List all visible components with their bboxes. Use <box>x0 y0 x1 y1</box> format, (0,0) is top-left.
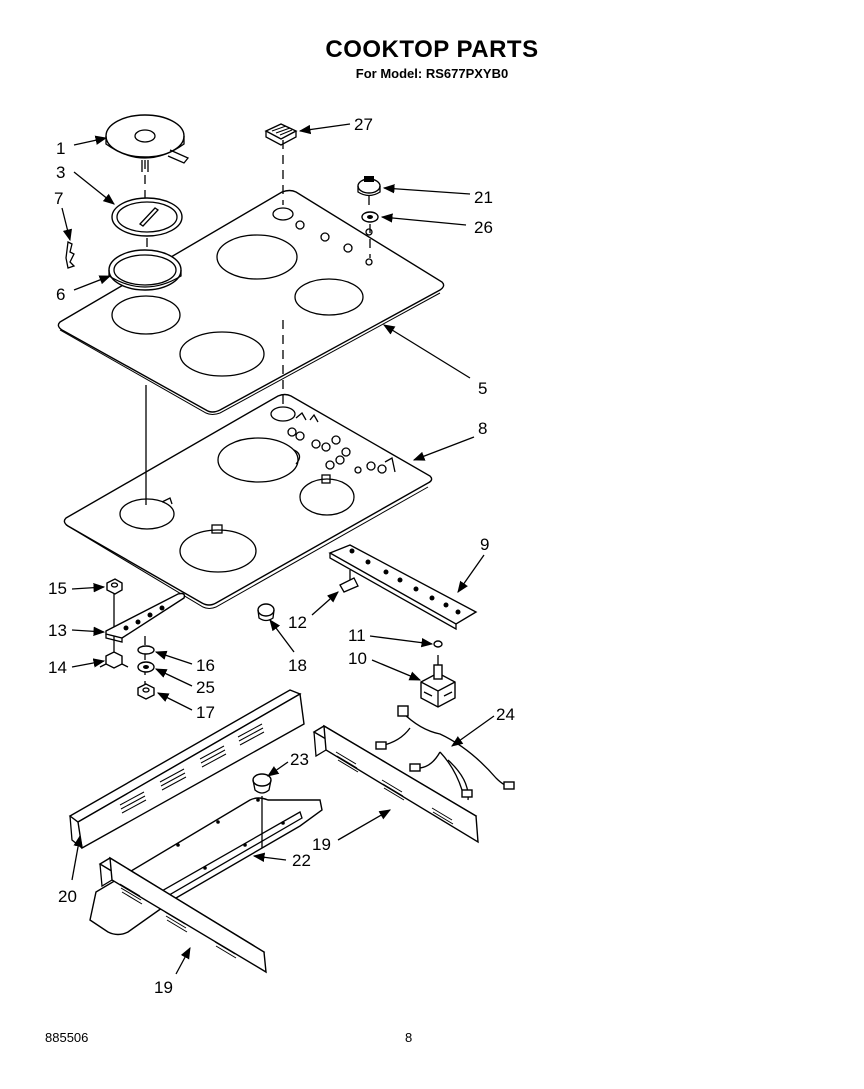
knob-part <box>357 176 381 197</box>
burner-ring-part <box>111 197 183 237</box>
side-rail-part-20 <box>68 689 305 850</box>
callout-10: 10 <box>348 649 367 668</box>
callout-13: 13 <box>48 621 67 640</box>
washer-part-25 <box>137 661 155 673</box>
callout-5: 5 <box>478 379 487 398</box>
assembly-lines <box>113 140 439 690</box>
callout-22: 22 <box>292 851 311 870</box>
vent-cap-part <box>264 123 298 146</box>
bracket-part-13 <box>105 592 186 643</box>
callout-1: 1 <box>56 139 65 158</box>
washer-part-16 <box>137 645 155 655</box>
callout-8: 8 <box>478 419 487 438</box>
washer-part-11 <box>433 640 443 648</box>
callout-19-rear: 19 <box>312 835 331 854</box>
infinite-switch-part <box>420 664 456 708</box>
callout-12: 12 <box>288 613 307 632</box>
callout-numbers: 1 3 7 6 27 21 26 5 8 9 15 13 14 16 25 17… <box>48 115 515 997</box>
sensor-part-14 <box>99 651 129 669</box>
model-subtitle: For Model: RS677PXYB0 <box>355 66 509 81</box>
side-rail-part-19-front <box>98 856 267 974</box>
callout-19-front: 19 <box>154 978 173 997</box>
washer-part-26 <box>361 211 379 223</box>
callout-16: 16 <box>196 656 215 675</box>
callout-11: 11 <box>348 626 366 645</box>
callout-arrows <box>61 123 495 975</box>
glass-cooktop-part <box>57 189 445 415</box>
bumper-part-23 <box>252 773 272 848</box>
grommet-part-18 <box>257 603 275 622</box>
callout-23: 23 <box>290 750 309 769</box>
callout-24: 24 <box>496 705 515 724</box>
callout-27: 27 <box>354 115 373 134</box>
trim-ring-part <box>108 249 182 291</box>
callout-26: 26 <box>474 218 493 237</box>
callout-25: 25 <box>196 678 215 697</box>
switch-bracket-part <box>328 544 478 631</box>
callout-21: 21 <box>474 188 493 207</box>
nut-part-15 <box>106 578 123 595</box>
clip-part <box>65 241 76 269</box>
page-title: COOKTOP PARTS <box>325 36 539 63</box>
document-number: 885506 <box>45 1030 89 1045</box>
callout-6: 6 <box>56 285 65 304</box>
cooktop-base-panel-part <box>63 393 433 609</box>
side-rail-part-19-rear <box>312 724 479 844</box>
page-number: 8 <box>405 1030 413 1045</box>
callout-14: 14 <box>48 658 67 677</box>
callout-9: 9 <box>480 535 489 554</box>
callout-18: 18 <box>288 656 307 675</box>
radiant-element-part <box>105 114 190 172</box>
callout-15: 15 <box>48 579 67 598</box>
callout-17: 17 <box>196 703 215 722</box>
callout-7: 7 <box>54 189 63 208</box>
nut-part-17 <box>137 683 155 700</box>
wire-harness-part-24 <box>375 705 515 801</box>
callout-20: 20 <box>58 887 77 906</box>
callout-3: 3 <box>56 163 65 182</box>
